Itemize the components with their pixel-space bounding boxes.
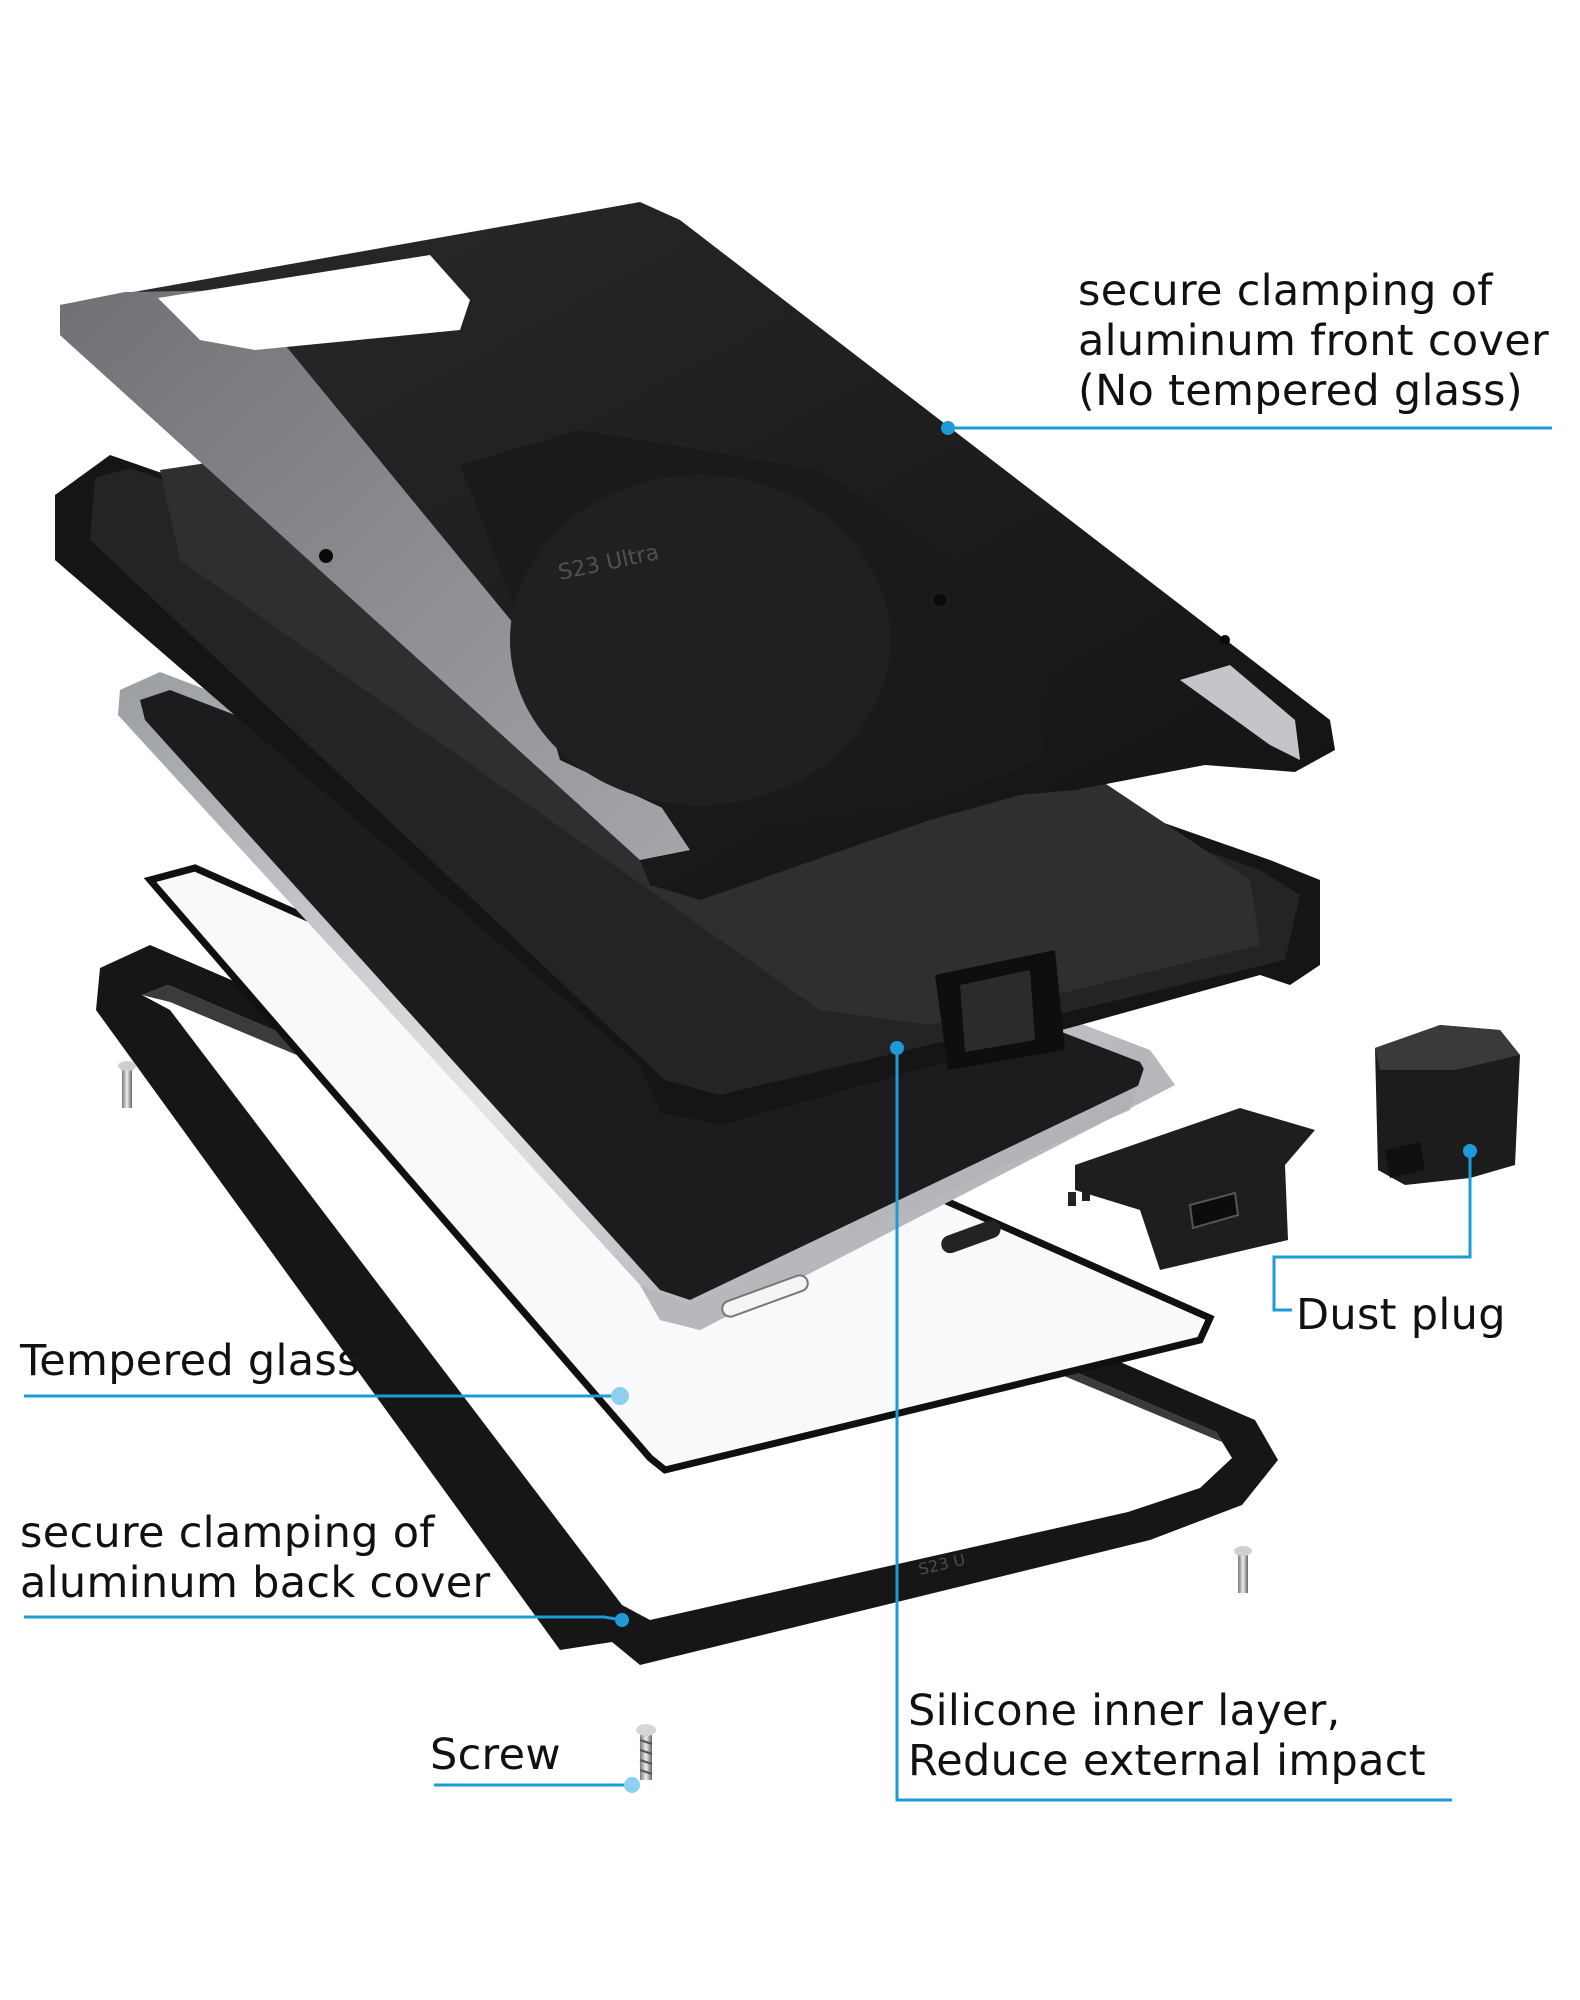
screw-right <box>1234 1546 1252 1593</box>
callout-dust-plug: Dust plug <box>1296 1290 1506 1340</box>
aluminum-front-cover: S23 Ultra <box>60 202 1335 900</box>
port-bracket <box>1075 1108 1315 1270</box>
callout-front-cover-line3: (No tempered glass) <box>1078 366 1523 416</box>
callout-silicone-line1: Silicone inner layer, <box>908 1686 1341 1736</box>
callout-front-cover-line1: secure clamping of <box>1078 266 1493 316</box>
screw-left <box>118 1061 136 1108</box>
usb-c-port <box>941 1220 1001 1254</box>
leader-back-cover <box>24 1615 623 1622</box>
callout-front-cover: secure clamping of aluminum front cover … <box>1078 266 1549 416</box>
leader-silicone <box>895 1048 1452 1802</box>
camera-ring <box>510 475 890 805</box>
callout-silicone-layer: Silicone inner layer, Reduce external im… <box>908 1686 1426 1786</box>
callout-screw-line1: Screw <box>430 1730 561 1780</box>
callout-back-cover-line1: secure clamping of <box>20 1508 435 1558</box>
callout-dust-plug-line1: Dust plug <box>1296 1290 1506 1340</box>
leader-dust-plug <box>1272 1151 1472 1312</box>
callout-back-cover: secure clamping of aluminum back cover <box>20 1508 491 1608</box>
callout-silicone-line2: Reduce external impact <box>908 1736 1426 1786</box>
callout-tempered-glass: Tempered glass <box>20 1336 360 1386</box>
callout-back-cover-line2: aluminum back cover <box>20 1558 491 1608</box>
screw-bottom <box>636 1724 656 1780</box>
port-cutout <box>935 950 1065 1070</box>
sim-tray <box>721 1274 809 1318</box>
callout-tempered-glass-line1: Tempered glass <box>20 1336 360 1386</box>
callout-screw: Screw <box>430 1730 561 1780</box>
callout-front-cover-line2: aluminum front cover <box>1078 316 1549 366</box>
dust-plug <box>1375 1025 1520 1185</box>
leader-dots <box>611 421 1477 1793</box>
